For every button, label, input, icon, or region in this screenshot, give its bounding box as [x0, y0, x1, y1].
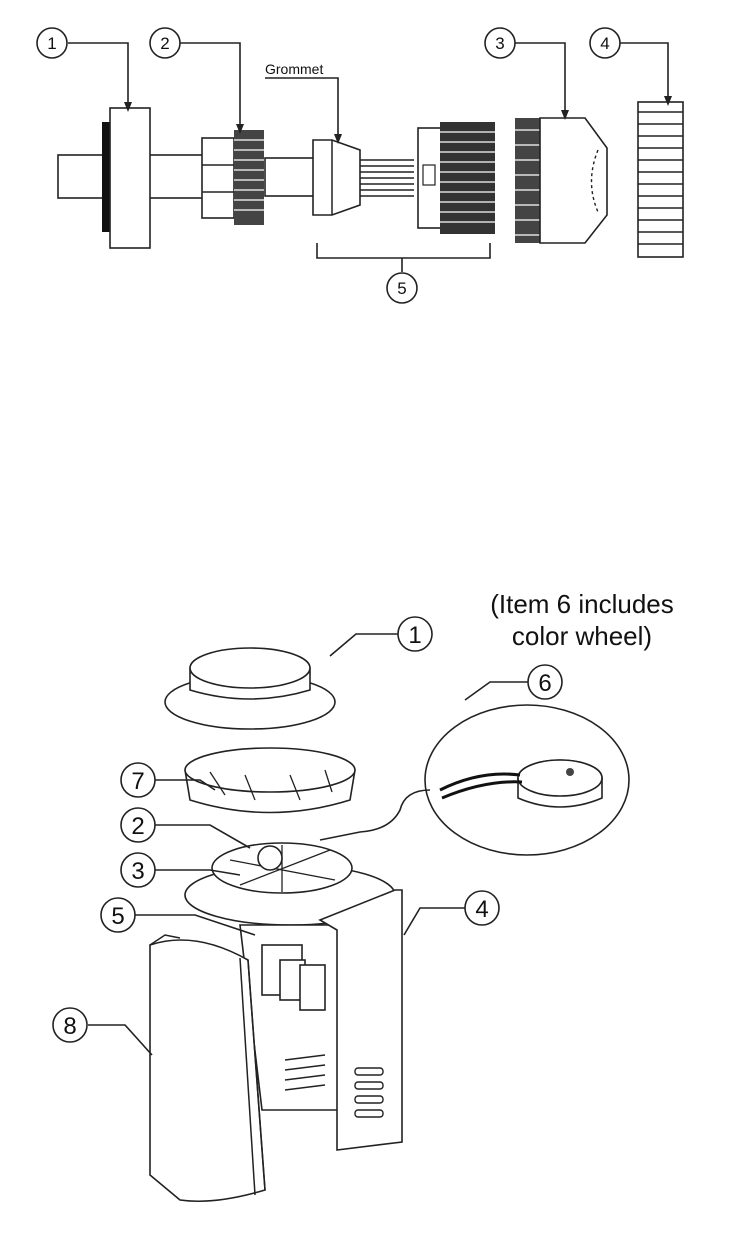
- bottom-leader-lines: [88, 633, 528, 1056]
- bottom-callout-2: 2: [120, 807, 156, 843]
- callout-number: 2: [131, 813, 144, 840]
- callout-number: 7: [131, 768, 144, 795]
- shaft: [57, 154, 316, 199]
- bottom-callout-7: 7: [120, 762, 156, 798]
- top-arrowheads: [124, 96, 672, 144]
- threaded-ring-part: [637, 101, 684, 258]
- bottom-callout-8: 8: [52, 1007, 88, 1043]
- callout-number: 3: [495, 34, 504, 53]
- front-cover-part: [149, 934, 266, 1202]
- grommet-part: [312, 139, 414, 216]
- top-callout-2: 2: [149, 27, 181, 59]
- callout-number: 5: [111, 903, 124, 930]
- top-callout-4: 4: [589, 27, 621, 59]
- top-leader-lines: [68, 42, 669, 272]
- callout-number: 4: [475, 896, 488, 923]
- rear-housing-part: [318, 889, 403, 1151]
- bottom-exploded-view: (Item 6 includes color wheel): [52, 589, 674, 1202]
- fitting-body-part: [417, 122, 495, 234]
- callout-number: 6: [538, 670, 551, 697]
- callout-number: 1: [47, 34, 56, 53]
- top-callout-1: 1: [36, 27, 68, 59]
- bottom-callout-1: 1: [397, 616, 433, 652]
- bottom-callout-5: 5: [100, 897, 136, 933]
- bottom-callout-4: 4: [464, 890, 500, 926]
- callout-number: 5: [397, 279, 406, 298]
- bottom-callout-3: 3: [120, 852, 156, 888]
- bulb: [257, 845, 283, 871]
- motor-inset-part: [424, 704, 630, 856]
- top-callout-3: 3: [484, 27, 516, 59]
- bottom-callout-6: 6: [527, 664, 563, 700]
- lens-ring-part: [184, 747, 356, 814]
- lens-cap-part: [164, 647, 336, 730]
- cap-nut-part: [515, 117, 608, 244]
- top-callout-5: 5: [386, 272, 418, 304]
- callout-number: 1: [408, 622, 421, 649]
- callout-number: 3: [131, 858, 144, 885]
- callout-number: 8: [63, 1013, 76, 1040]
- flange-part: [102, 107, 151, 249]
- note-line-1: (Item 6 includes: [490, 589, 674, 619]
- callout-number: 2: [160, 34, 169, 53]
- grommet-label: Grommet: [265, 61, 323, 77]
- electrical-box-part: [239, 924, 341, 1111]
- top-exploded-view: 1 2 3 4 5 Grommet: [36, 27, 684, 304]
- nut-part: [201, 130, 264, 225]
- callout-number: 4: [600, 34, 609, 53]
- base-plate-part: [184, 842, 396, 926]
- note-line-2: color wheel): [512, 621, 652, 651]
